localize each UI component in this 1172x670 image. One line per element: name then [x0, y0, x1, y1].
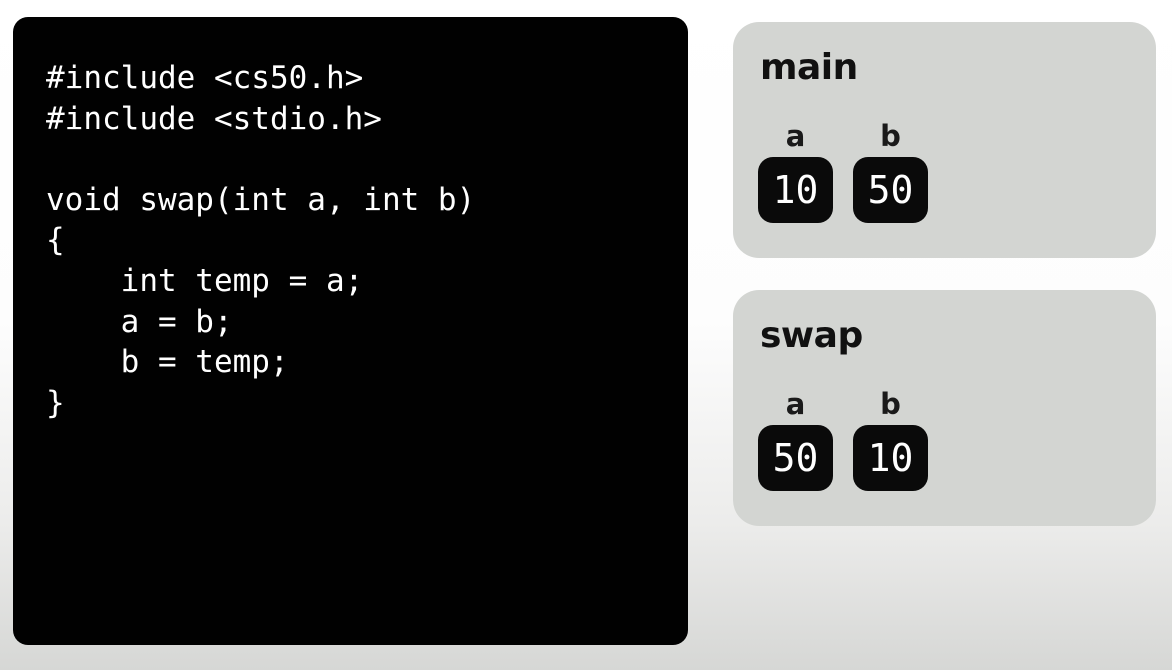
variable-label: a: [785, 119, 806, 153]
code-line: void swap(int a, int b): [46, 181, 476, 218]
variable-value: 50: [772, 436, 819, 480]
code-line: [46, 139, 678, 180]
variable-value-box: 10: [758, 157, 833, 223]
variable-value: 50: [867, 168, 914, 212]
code-line: }: [46, 384, 65, 421]
variable-value: 10: [867, 436, 914, 480]
variable-label: b: [880, 119, 901, 153]
variable-b: b 50: [853, 121, 928, 223]
variable-value-box: 50: [758, 425, 833, 491]
variable-value-box: 10: [853, 425, 928, 491]
variables-row: a 10 b 50: [758, 121, 1156, 223]
variable-value-box: 50: [853, 157, 928, 223]
frame-title: main: [760, 47, 858, 88]
variable-a: a 10: [758, 121, 833, 223]
stack-frame-main: main a 10 b 50: [733, 22, 1156, 258]
code-line: {: [46, 222, 65, 259]
variable-b: b 10: [853, 389, 928, 491]
code-line: #include <stdio.h>: [46, 100, 382, 137]
code-line: b = temp;: [46, 344, 289, 381]
variable-label: b: [880, 387, 901, 421]
code-line: a = b;: [46, 303, 233, 340]
code-panel: #include <cs50.h> #include <stdio.h> voi…: [13, 17, 688, 645]
variable-value: 10: [772, 168, 819, 212]
code-line: int temp = a;: [46, 262, 364, 299]
stack-frame-swap: swap a 50 b 10: [733, 290, 1156, 526]
variable-label: a: [785, 387, 806, 421]
frame-title: swap: [760, 315, 863, 356]
variable-a: a 50: [758, 389, 833, 491]
variables-row: a 50 b 10: [758, 389, 1156, 491]
code-line: #include <cs50.h>: [46, 60, 364, 96]
